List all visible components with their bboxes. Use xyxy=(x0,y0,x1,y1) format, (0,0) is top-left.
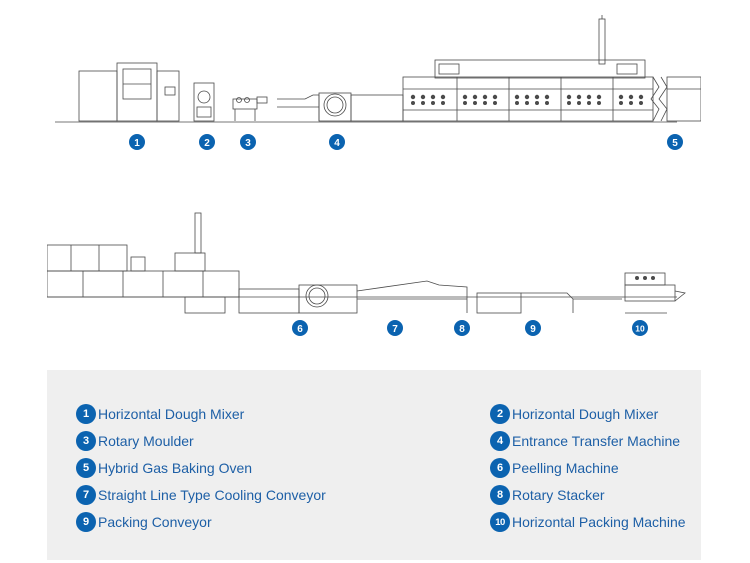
legend-label-3: Rotary Moulder xyxy=(98,433,194,449)
callout-6-text: 6 xyxy=(297,324,303,335)
line-drawing: 1 2 3 4 5 6 7 8 9 10 xyxy=(47,15,701,336)
legend-label-5: Hybrid Gas Baking Oven xyxy=(98,460,253,476)
callout-2: 2 xyxy=(199,134,215,150)
legend-badge-4: 4 xyxy=(490,431,510,451)
legend-label-9: Packing Conveyor xyxy=(98,514,212,530)
callout-badges: 1 2 3 4 5 6 7 8 9 10 xyxy=(129,134,683,336)
legend-badge-7: 7 xyxy=(76,485,96,505)
callout-8-text: 8 xyxy=(459,324,465,335)
entrance-transfer-drawing xyxy=(277,92,404,122)
legend-badge-5: 5 xyxy=(76,458,96,478)
horizontal-dough-mixer-drawing xyxy=(78,62,180,122)
legend-item-5: 5 Hybrid Gas Baking Oven xyxy=(76,457,252,479)
legend-label-2: Horizontal Dough Mixer xyxy=(512,406,659,422)
oven-end-drawing xyxy=(47,212,240,314)
rotary-moulder-drawing xyxy=(232,96,268,121)
callout-7: 7 xyxy=(387,320,403,336)
callout-9-text: 9 xyxy=(530,324,536,335)
callout-5: 5 xyxy=(667,134,683,150)
callout-1-text: 1 xyxy=(134,138,140,149)
callout-3: 3 xyxy=(240,134,256,150)
legend-item-7: 7 Straight Line Type Cooling Conveyor xyxy=(76,484,326,506)
peeling-machine-drawing xyxy=(238,284,358,314)
callout-5-text: 5 xyxy=(672,138,678,149)
legend-item-4: 4 Entrance Transfer Machine xyxy=(490,430,680,452)
legend-label-8: Rotary Stacker xyxy=(512,487,605,503)
legend-item-2: 2 Horizontal Dough Mixer xyxy=(490,403,658,425)
legend-badge-8: 8 xyxy=(490,485,510,505)
callout-9: 9 xyxy=(525,320,541,336)
legend-item-8: 8 Rotary Stacker xyxy=(490,484,605,506)
callout-4-text: 4 xyxy=(334,138,340,149)
legend-badge-1: 1 xyxy=(76,404,96,424)
callout-1: 1 xyxy=(129,134,145,150)
legend-label-6: Peelling Machine xyxy=(512,460,619,476)
legend-item-1: 1 Horizontal Dough Mixer xyxy=(76,403,244,425)
callout-8: 8 xyxy=(454,320,470,336)
legend-badge-9: 9 xyxy=(76,512,96,532)
cooling-conveyor-drawing xyxy=(356,280,468,313)
packing-machine-drawing xyxy=(624,272,686,314)
callout-4: 4 xyxy=(329,134,345,150)
callout-6: 6 xyxy=(292,320,308,336)
callout-3-text: 3 xyxy=(245,138,251,149)
legend-label-7: Straight Line Type Cooling Conveyor xyxy=(98,487,326,503)
production-line-diagram: 1 2 3 4 5 6 7 8 9 10 xyxy=(47,15,701,365)
callout-10-text: 10 xyxy=(635,324,645,334)
baking-oven-drawing xyxy=(402,15,701,122)
legend-item-10: 10 Horizontal Packing Machine xyxy=(490,511,686,533)
legend-label-10: Horizontal Packing Machine xyxy=(512,514,686,530)
legend-label-1: Horizontal Dough Mixer xyxy=(98,406,245,422)
legend-badge-3: 3 xyxy=(76,431,96,451)
second-dough-mixer-drawing xyxy=(193,82,215,122)
legend-item-3: 3 Rotary Moulder xyxy=(76,430,194,452)
stacker-packing-conveyor-drawing xyxy=(476,292,622,314)
callout-7-text: 7 xyxy=(392,324,398,335)
legend-badge-2: 2 xyxy=(490,404,510,424)
legend-badge-6: 6 xyxy=(490,458,510,478)
legend-label-4: Entrance Transfer Machine xyxy=(512,433,681,449)
legend-item-6: 6 Peelling Machine xyxy=(490,457,619,479)
legend-panel: 1 Horizontal Dough Mixer 2 Horizontal Do… xyxy=(47,370,701,560)
oven-burners xyxy=(410,94,644,105)
legend-badge-10: 10 xyxy=(490,512,510,532)
legend-item-9: 9 Packing Conveyor xyxy=(76,511,212,533)
callout-10: 10 xyxy=(632,320,648,336)
callout-2-text: 2 xyxy=(204,138,210,149)
